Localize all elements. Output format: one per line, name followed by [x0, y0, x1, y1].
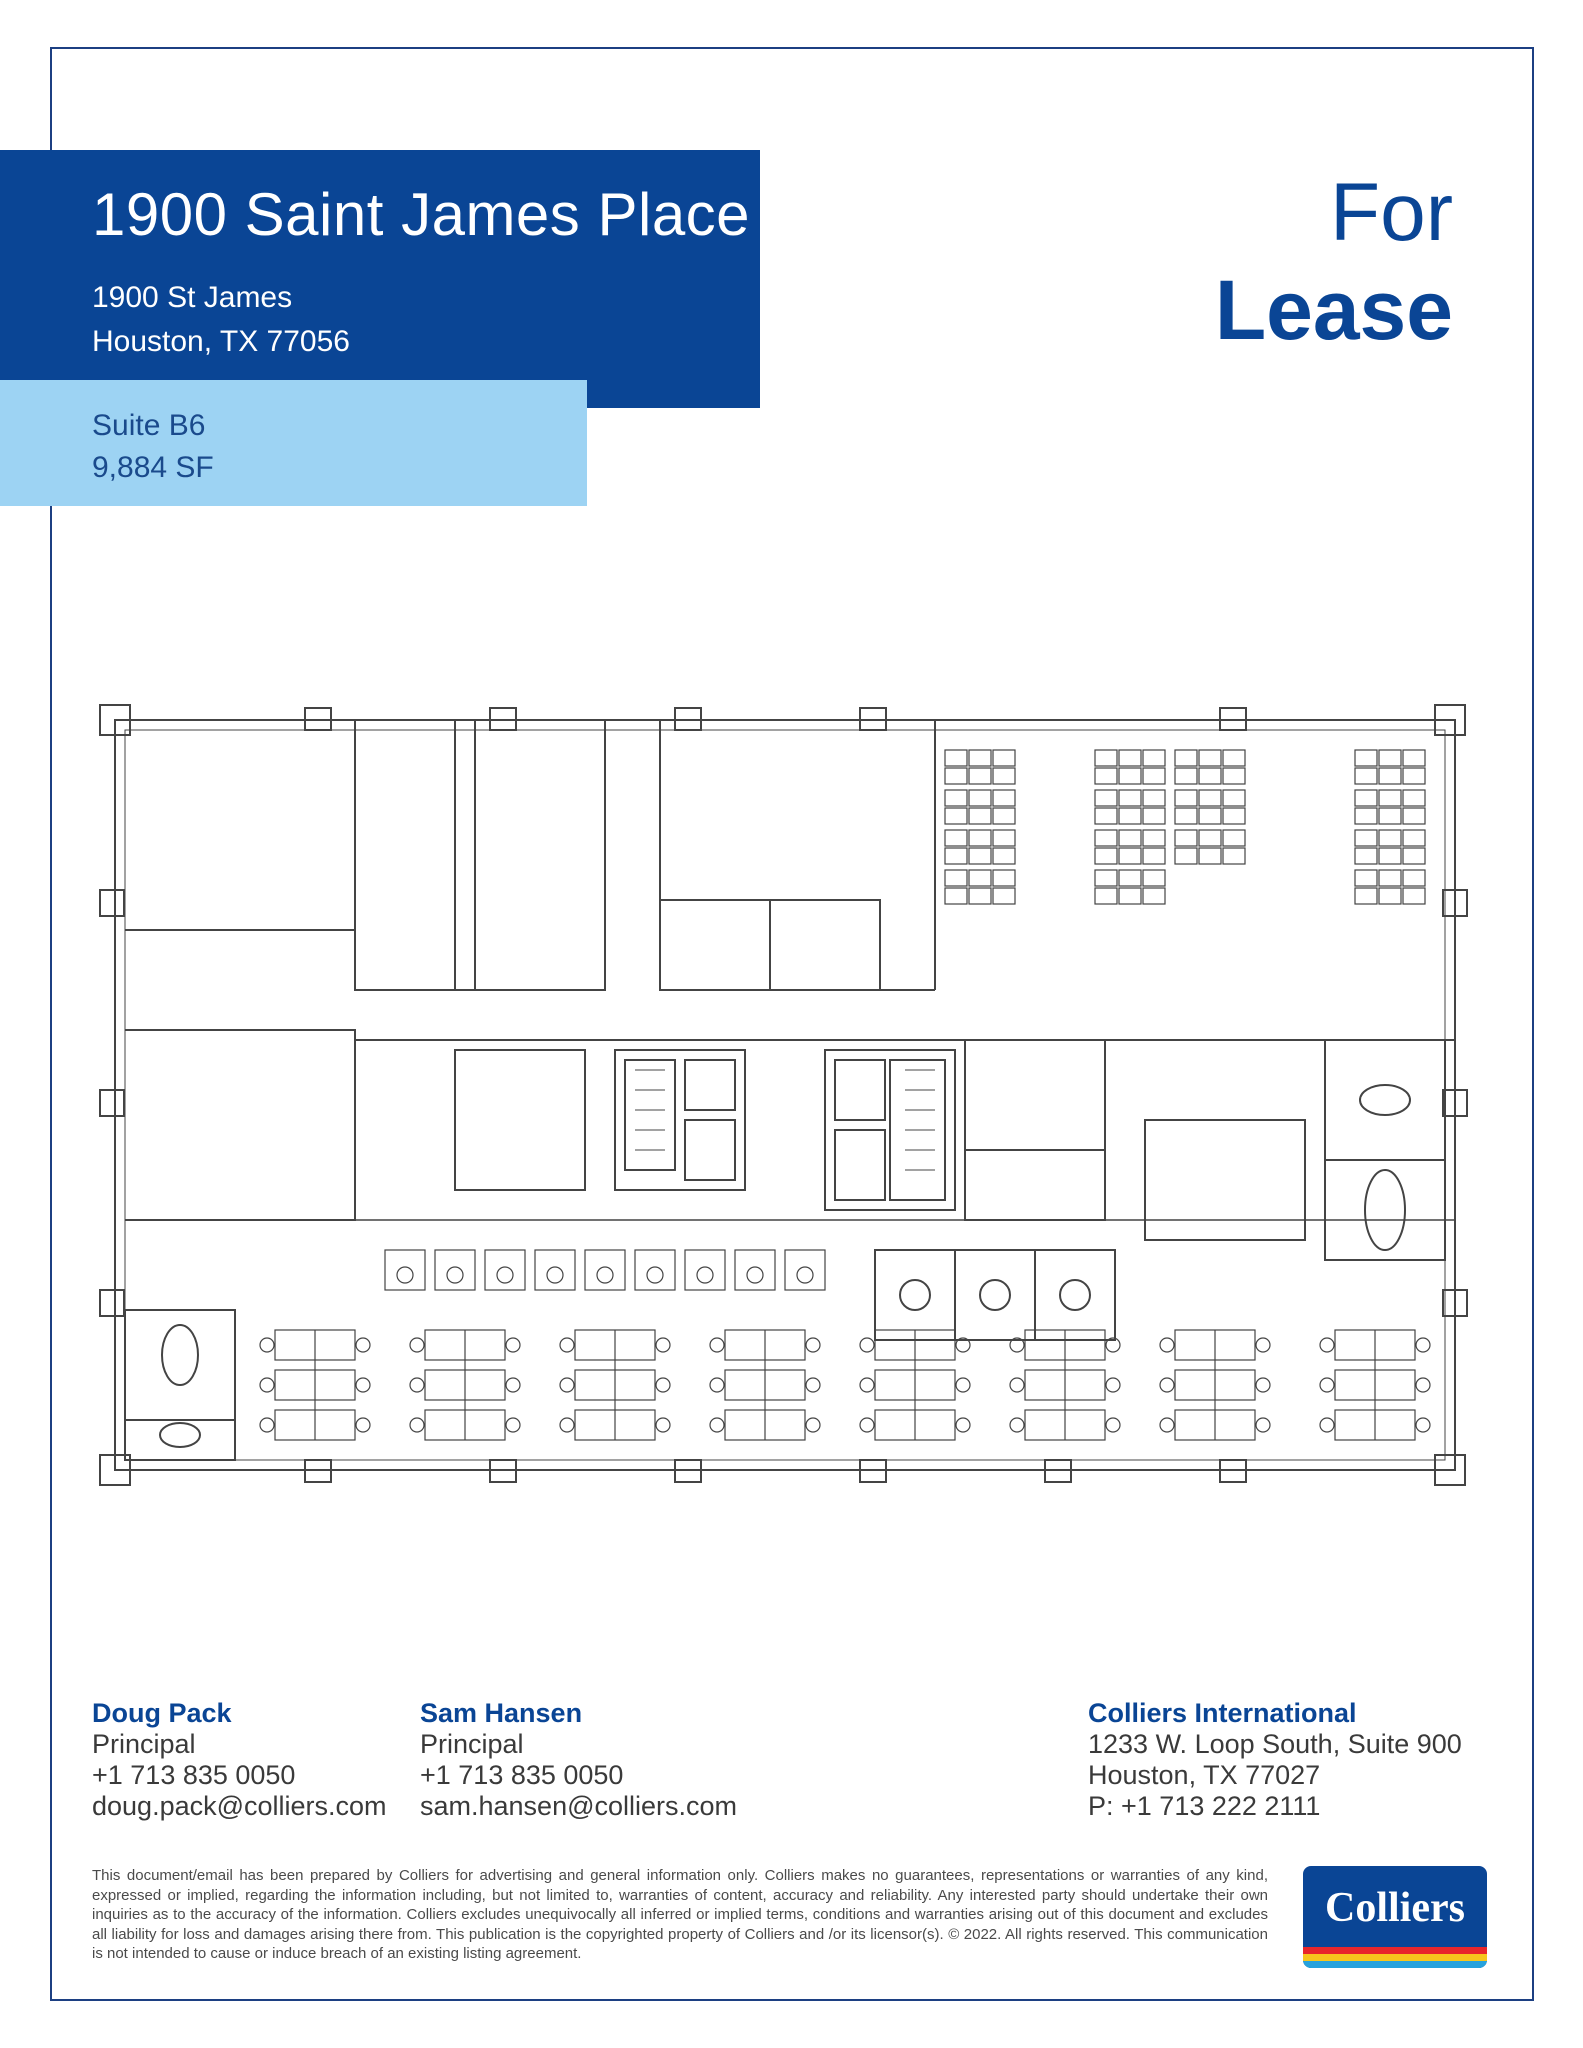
office-address-line-1: 1233 W. Loop South, Suite 900 — [1088, 1729, 1462, 1759]
contact-sam-hansen: Sam Hansen Principal +1 713 835 0050 sam… — [420, 1698, 737, 1822]
contact-name: Doug Pack — [92, 1698, 232, 1728]
for-heading: For — [1330, 167, 1453, 258]
suite-band — [0, 380, 587, 506]
address-line-2: Houston, TX 77056 — [92, 325, 350, 358]
contact-email[interactable]: sam.hansen@colliers.com — [420, 1791, 738, 1821]
title-band — [0, 150, 760, 408]
page-frame — [50, 47, 1534, 2001]
office-name: Colliers International — [1088, 1698, 1357, 1728]
colliers-logo: Colliers — [1303, 1866, 1487, 1968]
office-info: Colliers International 1233 W. Loop Sout… — [1088, 1698, 1462, 1822]
property-address: 1900 St James Houston, TX 77056 — [92, 276, 350, 364]
office-address-line-2: Houston, TX 77027 — [1088, 1760, 1321, 1790]
logo-stripe-red — [1303, 1947, 1487, 1954]
office-phone[interactable]: P: +1 713 222 2111 — [1088, 1791, 1321, 1821]
logo-stripe-yellow — [1303, 1954, 1487, 1961]
property-title: 1900 Saint James Place — [92, 181, 751, 248]
contact-phone[interactable]: +1 713 835 0050 — [92, 1760, 296, 1790]
contact-role: Principal — [420, 1729, 524, 1759]
logo-text: Colliers — [1325, 1885, 1465, 1931]
contact-email[interactable]: doug.pack@colliers.com — [92, 1791, 387, 1821]
address-line-1: 1900 St James — [92, 281, 293, 314]
suite-info: Suite B6 9,884 SF — [92, 405, 214, 489]
suite-area: 9,884 SF — [92, 451, 214, 484]
contact-name: Sam Hansen — [420, 1698, 583, 1728]
lease-heading: Lease — [1214, 263, 1453, 357]
floor-plan — [99, 704, 1468, 1486]
disclaimer: This document/email has been prepared by… — [92, 1867, 1268, 1962]
contact-doug-pack: Doug Pack Principal +1 713 835 0050 doug… — [92, 1698, 387, 1822]
logo-stripe-blue — [1303, 1961, 1487, 1968]
contact-phone[interactable]: +1 713 835 0050 — [420, 1760, 624, 1790]
contact-role: Principal — [92, 1729, 196, 1759]
suite-number: Suite B6 — [92, 409, 206, 442]
